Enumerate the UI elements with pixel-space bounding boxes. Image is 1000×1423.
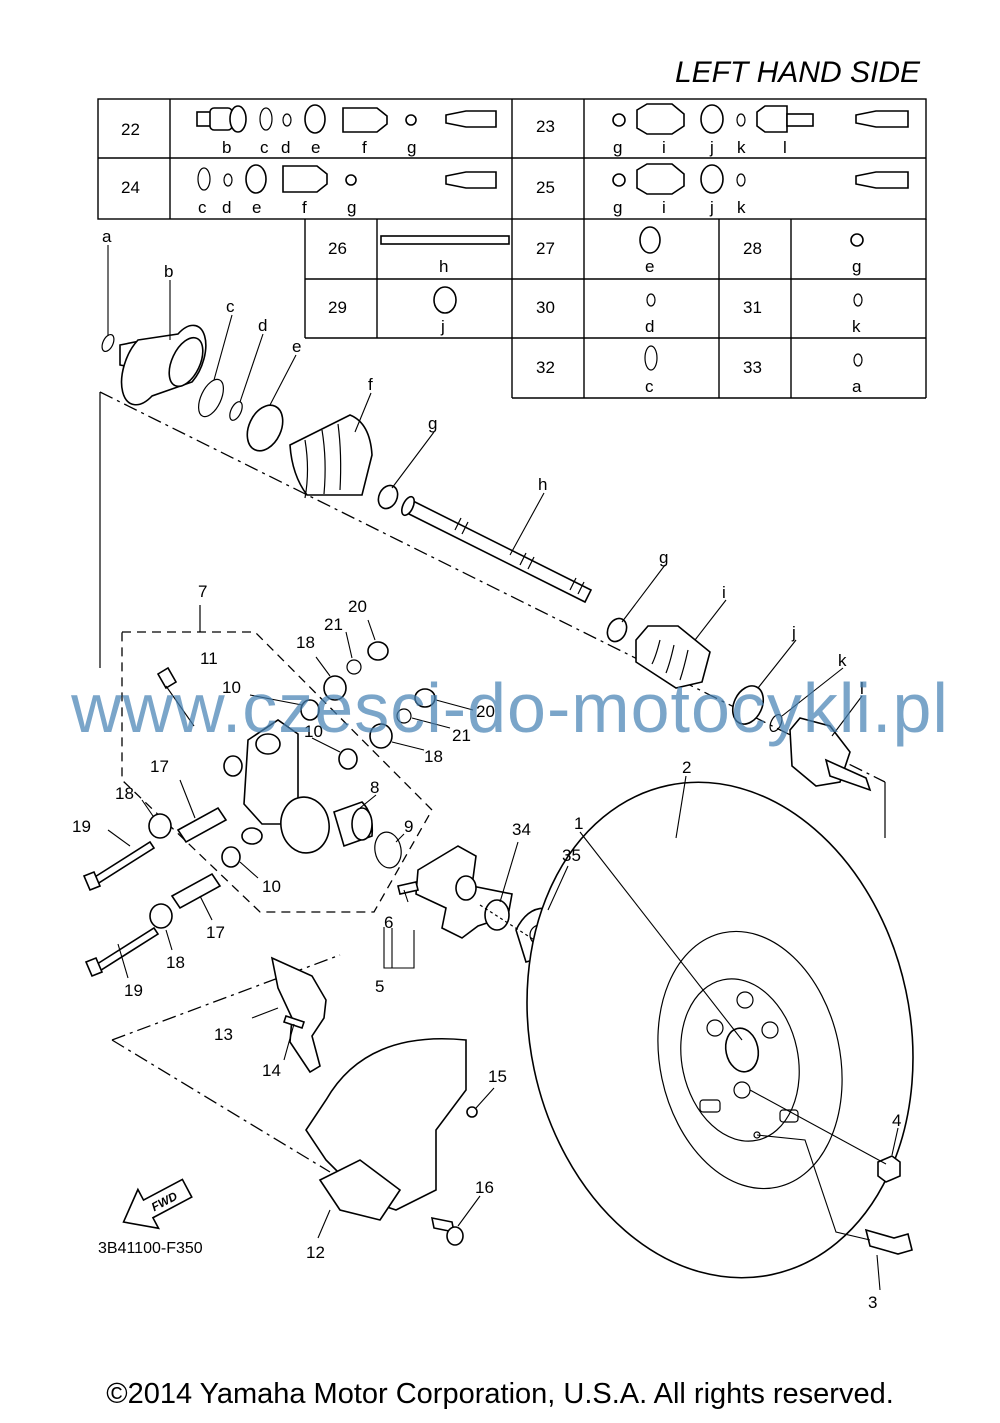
callout-6: 6: [384, 913, 393, 932]
callout-12: 12: [306, 1243, 325, 1262]
wheel-assembly: [526, 781, 914, 1279]
callout-a: a: [102, 227, 112, 246]
callout-2: 2: [682, 758, 691, 777]
callout-34: 34: [512, 820, 531, 839]
kit-row-27-number: 27: [536, 239, 555, 258]
callout-21b: 21: [452, 726, 471, 745]
callout-18a: 18: [115, 784, 134, 803]
kit-24-letter-e: e: [252, 198, 261, 217]
kit-25-letter-g: g: [613, 198, 622, 217]
kit-30-letter-d: d: [645, 317, 654, 336]
kit-27-letter-e: e: [645, 257, 654, 276]
kit-28-letter-g: g: [852, 257, 861, 276]
kit-22-letter-b: b: [222, 138, 231, 157]
kit-25-letter-k: k: [737, 198, 746, 217]
kit-row-32-number: 32: [536, 358, 555, 377]
callout-d: d: [258, 316, 267, 335]
kit-23-letter-g: g: [613, 138, 622, 157]
callout-21a: 21: [324, 615, 343, 634]
callout-20b: 20: [476, 702, 495, 721]
callout-19a: 19: [72, 817, 91, 836]
kit-22-letter-g: g: [407, 138, 416, 157]
kit-23-letter-l: l: [783, 138, 787, 157]
kit-31-letter-k: k: [852, 317, 861, 336]
kit-row-23-number: 23: [536, 117, 555, 136]
callout-8: 8: [370, 778, 379, 797]
callout-18c: 18: [424, 747, 443, 766]
callout-11: 11: [200, 649, 218, 668]
kit-row-25-number: 25: [536, 178, 555, 197]
callout-18b: 18: [296, 633, 315, 652]
kit-row-33-number: 33: [743, 358, 762, 377]
kit-24-letter-d: d: [222, 198, 231, 217]
callout-g2: g: [659, 548, 668, 567]
kit-25-letter-i: i: [662, 198, 666, 217]
kit-23-letter-i: i: [662, 138, 666, 157]
callout-f: f: [368, 375, 373, 394]
kit-table-part-icons: [196, 103, 909, 371]
kit-row-22-number: 22: [121, 120, 140, 139]
kit-24-letter-g: g: [347, 198, 356, 217]
page-title: LEFT HAND SIDE: [674, 56, 920, 89]
leader-lines: [107, 245, 899, 1291]
callout-b: b: [164, 262, 173, 281]
callout-19b: 19: [124, 981, 143, 1000]
knuckle-assembly: [82, 605, 721, 1061]
callout-g: g: [428, 414, 437, 433]
callout-3: 3: [868, 1293, 877, 1312]
callout-9: 9: [404, 817, 413, 836]
watermark: www.czesci-do-motocykli.pl: [71, 669, 949, 747]
callout-4: 4: [892, 1111, 901, 1130]
kit-22-letter-d: d: [281, 138, 290, 157]
callout-i: i: [722, 583, 726, 602]
callout-labels: a b c d e f g h g i j k l 1 2 3 4 5 6 7 …: [72, 227, 901, 1312]
callout-1: 1: [574, 814, 583, 833]
kit-row-29-number: 29: [328, 298, 347, 317]
callout-20a: 20: [348, 597, 367, 616]
copyright-text: ©2014 Yamaha Motor Corporation, U.S.A. A…: [106, 1378, 894, 1410]
kit-25-letter-j: j: [709, 198, 714, 217]
kit-32-letter-c: c: [645, 377, 654, 396]
kit-22-letter-c: c: [260, 138, 269, 157]
callout-18d: 18: [166, 953, 185, 972]
kit-23-letter-k: k: [737, 138, 746, 157]
kit-33-letter-a: a: [852, 377, 862, 396]
kit-row-31-number: 31: [743, 298, 762, 317]
callout-16: 16: [475, 1178, 494, 1197]
kit-row-30-number: 30: [536, 298, 555, 317]
fwd-arrow-icon: FWD: [122, 1178, 193, 1230]
callout-14: 14: [262, 1061, 281, 1080]
callout-e: e: [292, 337, 301, 356]
kit-23-letter-j: j: [709, 138, 714, 157]
callout-35: 35: [562, 846, 581, 865]
kit-26-letter-h: h: [439, 257, 448, 276]
callout-10b: 10: [304, 722, 323, 741]
callout-l: l: [860, 679, 864, 698]
kit-24-letter-f: f: [302, 198, 307, 217]
callout-5: 5: [375, 977, 384, 996]
kit-row-28-number: 28: [743, 239, 762, 258]
callout-k: k: [838, 651, 847, 670]
diagram-code: 3B41100-F350: [98, 1240, 203, 1257]
kit-29-letter-j: j: [440, 317, 445, 336]
callout-10a: 10: [222, 678, 241, 697]
axle-assembly: [99, 324, 886, 838]
brake-guard-assembly: [111, 954, 478, 1246]
callout-17b: 17: [206, 923, 225, 942]
kit-22-letter-e: e: [311, 138, 320, 157]
callout-7: 7: [198, 582, 207, 601]
callout-j: j: [791, 623, 796, 642]
callout-15: 15: [488, 1067, 507, 1086]
kit-row-26-number: 26: [328, 239, 347, 258]
kit-table: 22 23 24 25 26 27 28 29 30 31 32 33 b c …: [97, 98, 927, 399]
callout-h: h: [538, 475, 547, 494]
kit-row-24-number: 24: [121, 178, 140, 197]
callout-10c: 10: [262, 877, 281, 896]
callout-c: c: [226, 297, 235, 316]
callout-17a: 17: [150, 757, 169, 776]
kit-24-letter-c: c: [198, 198, 207, 217]
callout-13: 13: [214, 1025, 233, 1044]
kit-22-letter-f: f: [362, 138, 367, 157]
